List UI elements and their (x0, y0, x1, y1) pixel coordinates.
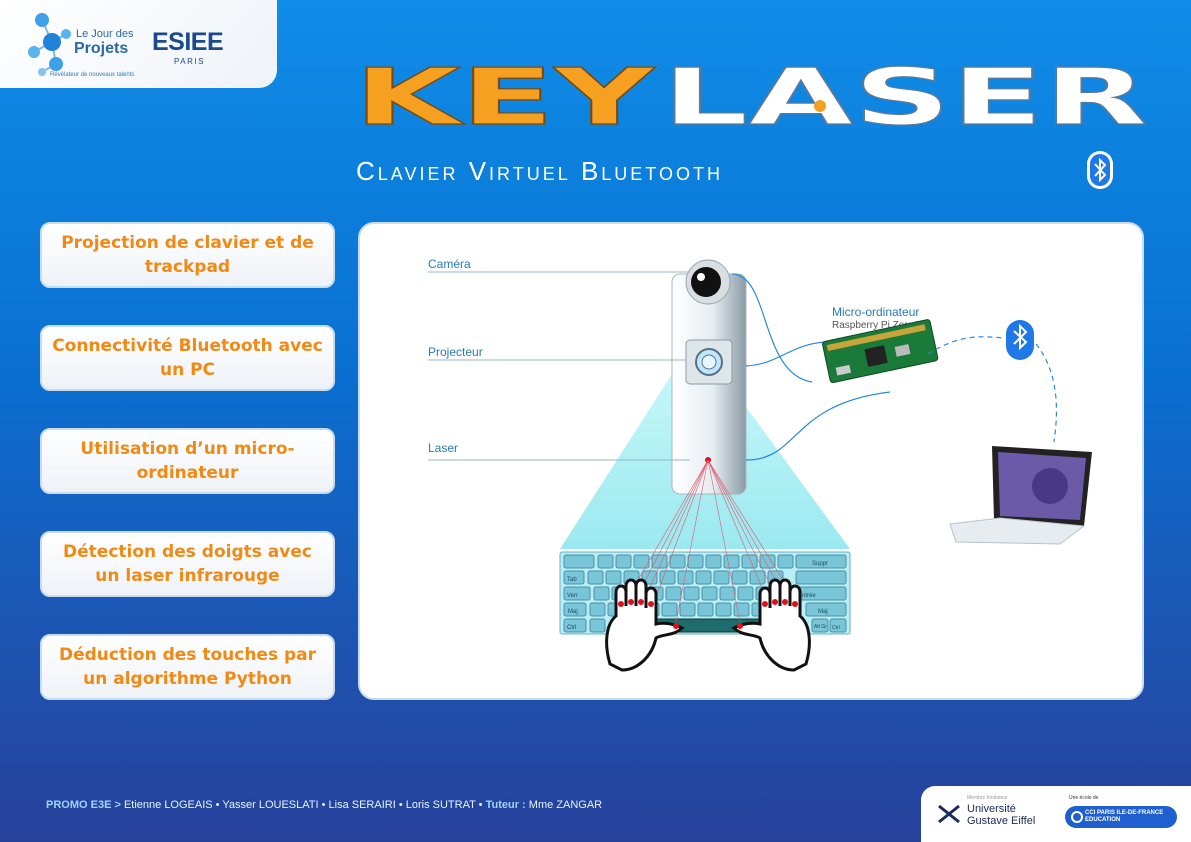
footer-credits: PROMO E3E > Etienne LOGEAIS • Yasser LOU… (46, 799, 602, 811)
laser-dot-accent (814, 100, 826, 112)
camera-label: Caméra (428, 257, 471, 271)
key-tab: Tab (567, 577, 577, 583)
laser-link (745, 391, 891, 461)
key-ctrl-right: Ctrl (832, 625, 840, 631)
bluetooth-icon (1006, 320, 1034, 360)
feature-key-deduction: Déduction des touches par un algorithme … (40, 634, 335, 700)
logo-card: Le Jour des Projets Révélateur de nouvea… (0, 0, 277, 88)
hand-icon (605, 578, 685, 672)
key-altgr: Alt Gr (814, 624, 827, 630)
university-caption: Membre fondateur (967, 795, 1008, 801)
feature-keyboard-projection: Projection de clavier et de trackpad (40, 222, 335, 288)
hand-icon (731, 578, 811, 672)
school-logo-city: PARIS (174, 57, 205, 66)
bluetooth-icon (1087, 151, 1113, 189)
tutor-label: Tuteur : (485, 799, 526, 811)
title-wordmark: KEY LASER (353, 66, 1148, 138)
raspberry-pi-board (822, 319, 939, 384)
molecule-logo-icon (28, 13, 71, 76)
key-suppr: Suppr (812, 561, 828, 567)
diagram-panel: Caméra Projecteur Laser Micro-ordinateur… (358, 222, 1144, 700)
promo-label: PROMO E3E > (46, 799, 121, 811)
feature-finger-detection: Détection des doigts avec un laser infra… (40, 531, 335, 597)
cci-logo-icon (1071, 811, 1083, 823)
university-logo-icon (938, 804, 960, 824)
key-maj-right: Maj (818, 609, 828, 615)
laptop-icon (949, 446, 1092, 545)
cci-logo: CCI PARIS ILE-DE-FRANCE EDUCATION (1065, 806, 1177, 828)
key-maj-left: Maj (568, 609, 578, 615)
projector-icon (685, 339, 733, 385)
cci-caption: Une école de (1069, 795, 1099, 801)
system-diagram: Caméra Projecteur Laser Micro-ordinateur… (428, 257, 1092, 672)
team-members: Etienne LOGEAIS • Yasser LOUESLATI • Lis… (123, 799, 483, 811)
camera-icon (685, 259, 731, 305)
projector-link (745, 341, 827, 367)
university-line2: Gustave Eiffel (967, 815, 1036, 827)
bluetooth-link-laptop (1035, 343, 1058, 443)
cci-line1: CCI PARIS ILE-DE-FRANCE (1085, 810, 1164, 816)
projector-label: Projecteur (428, 345, 483, 359)
computer-title: Micro-ordinateur (832, 305, 919, 319)
fingertip-markers (618, 599, 798, 629)
camera-link (731, 273, 813, 383)
subtitle: Clavier Virtuel Bluetooth (356, 156, 723, 186)
university-line1: Université (967, 803, 1016, 815)
key-verr: Verr (567, 593, 578, 599)
partner-logos: Membre fondateur Université Gustave Eiff… (921, 786, 1191, 842)
key-ctrl-left: Ctrl (567, 625, 576, 631)
event-logo-line1: Le Jour des (76, 28, 134, 40)
computer-model: Raspberry Pi Zero W (832, 320, 926, 331)
key-entree: Entrée (798, 593, 816, 599)
laser-label: Laser (428, 441, 458, 455)
feature-micro-computer: Utilisation d’un micro-ordinateur (40, 428, 335, 494)
tutor-name: Mme ZANGAR (528, 799, 603, 811)
laser-rays (623, 459, 799, 623)
university-name: Université Gustave Eiffel (967, 803, 1035, 827)
event-logo-tagline: Révélateur de nouveaux talents (50, 72, 135, 78)
event-logo-line2: Projets (74, 40, 129, 57)
title-part2: LASER (662, 66, 1148, 138)
school-logo-name: ESIEE (152, 28, 224, 56)
title-part1: KEY (354, 66, 657, 138)
feature-bluetooth-connectivity: Connectivité Bluetooth avec un PC (40, 325, 335, 391)
cci-line2: EDUCATION (1085, 817, 1121, 823)
bluetooth-link-pi (927, 336, 1005, 355)
